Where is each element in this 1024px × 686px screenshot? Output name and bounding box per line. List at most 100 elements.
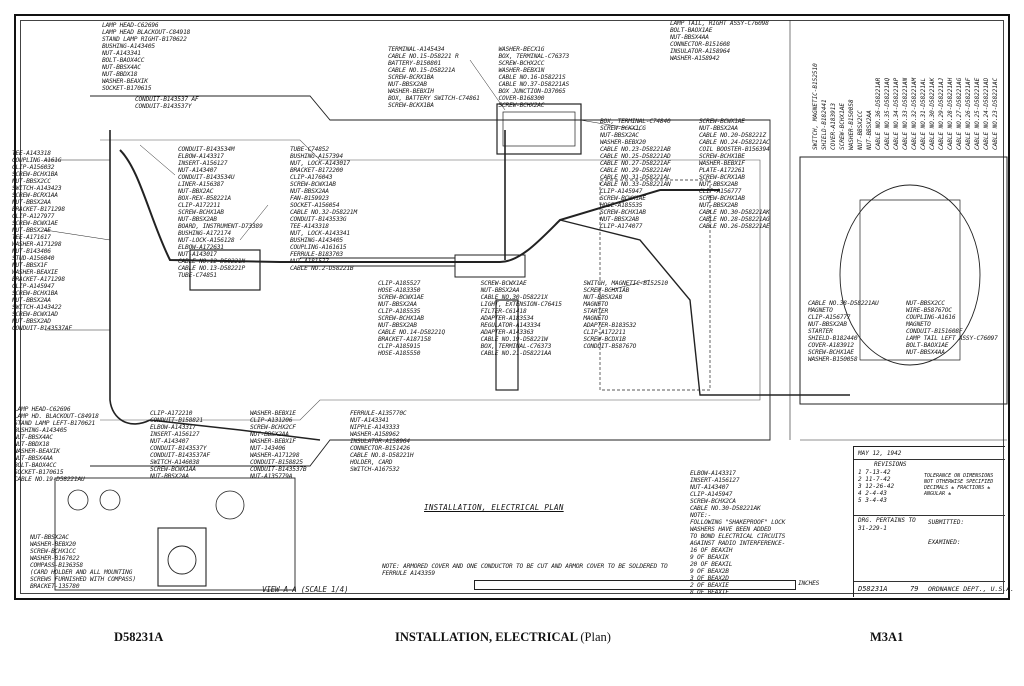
vertical-part-label: CABLE NO.32-D58221AM <box>911 77 918 150</box>
part-label: CONDUIT-B151608F <box>906 328 963 335</box>
part-label: SWITCH-A146038 <box>150 459 200 466</box>
part-label: BUSHING-A157394 <box>290 153 343 160</box>
part-label: CONDUIT-B158825 <box>250 459 303 466</box>
part-label: SCREW-BCRX1AA <box>12 192 58 199</box>
part-label: COMPASS-B136358 <box>30 562 83 569</box>
part-label: TUBE-C74851 <box>178 272 217 279</box>
part-label: NUT, LOCK-A143341 <box>290 230 350 237</box>
part-label: SCREW-BCHX1BA <box>12 290 58 297</box>
part-label: BOX, TERMINAL-C74840 <box>600 118 671 125</box>
tb-sheet-number: 79 <box>910 585 919 593</box>
part-label: CABLE NO.27-D58221AF <box>600 160 671 167</box>
vertical-part-label: CABLE NO.28-D58221AH <box>947 77 954 150</box>
footer-model: M3A1 <box>870 630 904 644</box>
part-label: SCREW-BCHX1AB <box>699 195 745 202</box>
part-label: CABLE NO.14-D58221Q <box>378 329 445 336</box>
part-label: CLIP-A185527 <box>378 280 421 287</box>
part-label: FERRULE-A135770C <box>350 410 407 417</box>
part-label: LIGHT, EXTENSION-C76415 <box>480 301 562 308</box>
part-label: SCREW-BCHX1AB <box>583 287 630 294</box>
part-label: BOLT-BAOX4CC <box>102 57 145 64</box>
part-label: NUT-BBSX2AB <box>583 294 623 301</box>
part-label: FILTER-C61418 <box>480 308 527 315</box>
part-label: CLIP-A172211 <box>583 329 626 336</box>
part-label: WASHER-BEAXIK <box>14 448 60 455</box>
part-label: BRACKET-A171298 <box>12 276 65 283</box>
part-label: CLIP-A174077 <box>600 223 643 230</box>
part-label: CONDUIT-B143537AF <box>150 452 210 459</box>
part-label: STARTER <box>583 308 608 315</box>
part-label: NUT-BBSX4AA <box>906 349 945 356</box>
part-label: COUPLING-A161G <box>12 157 62 164</box>
part-label: CONNECTOR-B151426 <box>350 445 410 452</box>
tb-date: MAY 12, 1942 <box>858 450 902 457</box>
part-label: NUT-BBX2AC <box>178 188 214 195</box>
part-label: CLIP-A156777 <box>808 314 851 321</box>
engine-rear-view <box>799 156 1008 405</box>
part-label: BATTERY-B150801 <box>388 60 441 67</box>
vertical-part-label: CABLE NO.23-D58221AC <box>992 77 999 150</box>
vertical-part-label: CABLE NO.30-D58221AK <box>929 77 936 150</box>
part-label: CONDUIT-B143534U <box>178 174 235 181</box>
part-label: CABLE NO.2-D58221B <box>290 265 354 272</box>
part-label: ELBOW-A143317 <box>690 470 736 477</box>
part-label: LAMP HEAD-C62696 <box>14 406 71 413</box>
part-label: NUT-BBSX2AA <box>250 431 289 438</box>
part-label: SOCKET-B170615 <box>14 469 64 476</box>
vertical-part-label: CABLE NO.35-D58221AQ <box>884 77 891 150</box>
part-label: BOX JUNCTION-D37065 <box>498 88 566 95</box>
plan-title: INSTALLATION, ELECTRICAL PLAN <box>424 503 564 512</box>
part-label: MAGNETO <box>583 301 608 308</box>
part-label: WASHER-A171298 <box>12 241 62 248</box>
part-label: COVER-B168300 <box>498 95 545 102</box>
vertical-part-label: CABLE NO.29-D58221AJ <box>938 77 945 150</box>
footer-title: INSTALLATION, ELECTRICAL (Plan) <box>395 630 611 645</box>
part-label: CABLE NO.15-D58221 R <box>388 53 459 60</box>
part-label: CLIP-A185535 <box>378 308 421 315</box>
part-label: CABLE NO.8-D58221H <box>350 452 414 459</box>
part-label: NUT-BBDX18 <box>14 441 50 448</box>
part-label: CABLE NO.33-D58221AN <box>600 181 671 188</box>
part-label: CABLE NO.15-D58221A <box>388 67 455 74</box>
part-label: CABLE NO.30-D58221AK <box>699 209 770 216</box>
part-label: WASHER-BEBXIH <box>388 88 434 95</box>
part-label: WASHER-BEAXIK <box>102 78 148 85</box>
tb-submitted: SUBMITTED: <box>928 519 965 526</box>
part-label: INSERT-A156127 <box>690 477 740 484</box>
part-label: INSERT-A156127 <box>178 160 228 167</box>
part-label: NUT-BBSX4AC <box>102 64 141 71</box>
part-label: BUSHING-A143405 <box>14 427 67 434</box>
part-label: CABLE NO.37-D58221AS <box>498 81 570 88</box>
part-label: REGULATOR-A143334 <box>480 322 541 329</box>
part-label: NUT-BBSX2AE <box>12 227 51 234</box>
vertical-part-label: CABLE NO.24-D58221AD <box>983 77 990 150</box>
part-label: SCREW-BCWX1AD <box>12 311 58 318</box>
part-label: 20 OF BEAXIL <box>690 561 733 568</box>
part-label: HOSE-A185550 <box>378 350 421 357</box>
part-label: SWITCH, MAGNETIC-B152510 <box>583 280 668 287</box>
part-label: CONDUIT-B143533G <box>290 216 347 223</box>
part-label: 3 OF BEAX2D <box>690 575 729 582</box>
part-label: 2 OF BEAXIE <box>690 582 729 589</box>
revision-row: 3 12-26-42 <box>858 483 895 490</box>
part-label: 8 OF BEAXIF <box>690 589 729 596</box>
part-label: SCREW-BCRX1AB <box>699 174 745 181</box>
part-label: CONDUIT-B143534M <box>178 146 235 153</box>
part-label: NUT-BBSX2AB <box>808 321 847 328</box>
part-label: NUT-A143407 <box>178 167 217 174</box>
part-label: CONDUIT-B143537AF <box>12 325 72 332</box>
part-label: TEE-A143318 <box>12 150 51 157</box>
part-label: LINER-A156387 <box>178 181 224 188</box>
part-label: SCREW-BCHX1AB <box>178 209 224 216</box>
tb-pertains-value: 31-229-1 <box>858 525 887 532</box>
part-label: SHIELD-B182440 <box>808 335 858 342</box>
part-label: MAGNETO <box>583 315 608 322</box>
part-label: CABLE NO.16-D58221S <box>498 74 566 81</box>
part-label: CLIP-A185915 <box>378 343 421 350</box>
note-armor: NOTE: ARMORED COVER AND ONE CONDUCTOR TO… <box>382 563 668 577</box>
scale-label: INCHES <box>798 580 820 587</box>
